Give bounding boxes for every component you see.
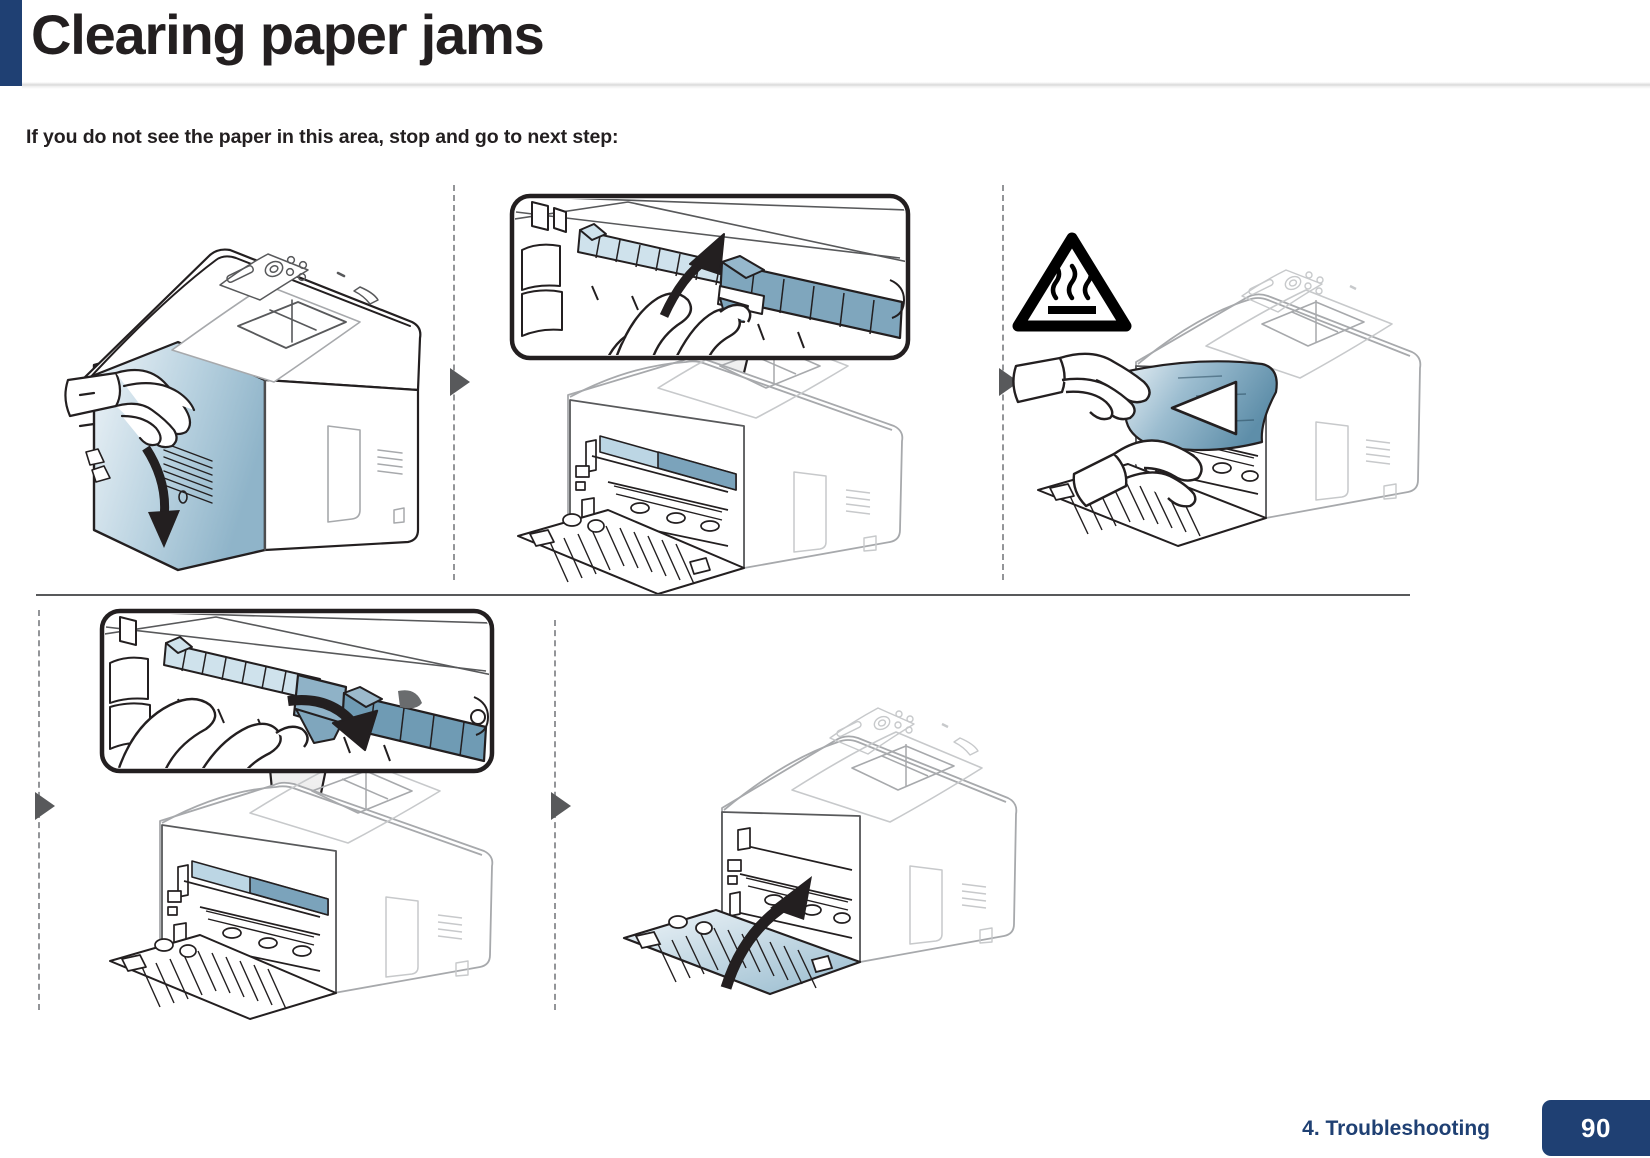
straight-arrow-left-icon — [1170, 380, 1238, 436]
step-4-lower-fuser-guide — [98, 605, 518, 1025]
row-divider — [36, 594, 1410, 596]
page-header: Clearing paper jams — [0, 0, 1650, 95]
triangle-right-icon-4 — [551, 792, 571, 820]
steps-row-1 — [0, 175, 1650, 595]
curved-arrow-down-icon — [142, 445, 180, 548]
page-title: Clearing paper jams — [31, 3, 545, 66]
callout-inset-step-4 — [99, 608, 495, 774]
printer-illustration-step-5 — [622, 707, 1018, 996]
printer-illustration-step-4 — [99, 608, 495, 1020]
hot-surface-warning-icon — [1012, 232, 1132, 332]
step-3-pull-jammed-paper — [1010, 230, 1430, 570]
header-divider — [22, 82, 1650, 89]
header-accent-bar — [0, 0, 22, 86]
curved-arrow-up-icon — [720, 876, 812, 990]
printer-illustration-step-3 — [1012, 232, 1422, 547]
step-5-close-rear-cover — [612, 658, 1032, 1018]
intro-instruction-text: If you do not see the paper in this area… — [26, 126, 619, 148]
triangle-right-icon-1 — [450, 368, 470, 396]
footer-page-number-badge: 90 — [1542, 1100, 1650, 1156]
callout-inset-step-2 — [509, 193, 911, 361]
printer-illustration-step-2 — [509, 193, 911, 595]
steps-row-2 — [0, 600, 1650, 1040]
step-1-open-rear-cover — [60, 230, 460, 572]
page-footer: 4. Troubleshooting 90 — [0, 1088, 1650, 1158]
footer-section-label: 4. Troubleshooting — [1302, 1117, 1490, 1140]
printer-illustration-step-1 — [64, 248, 422, 572]
triangle-right-icon-3 — [35, 792, 55, 820]
step-2-lift-fuser-guide — [508, 190, 928, 600]
